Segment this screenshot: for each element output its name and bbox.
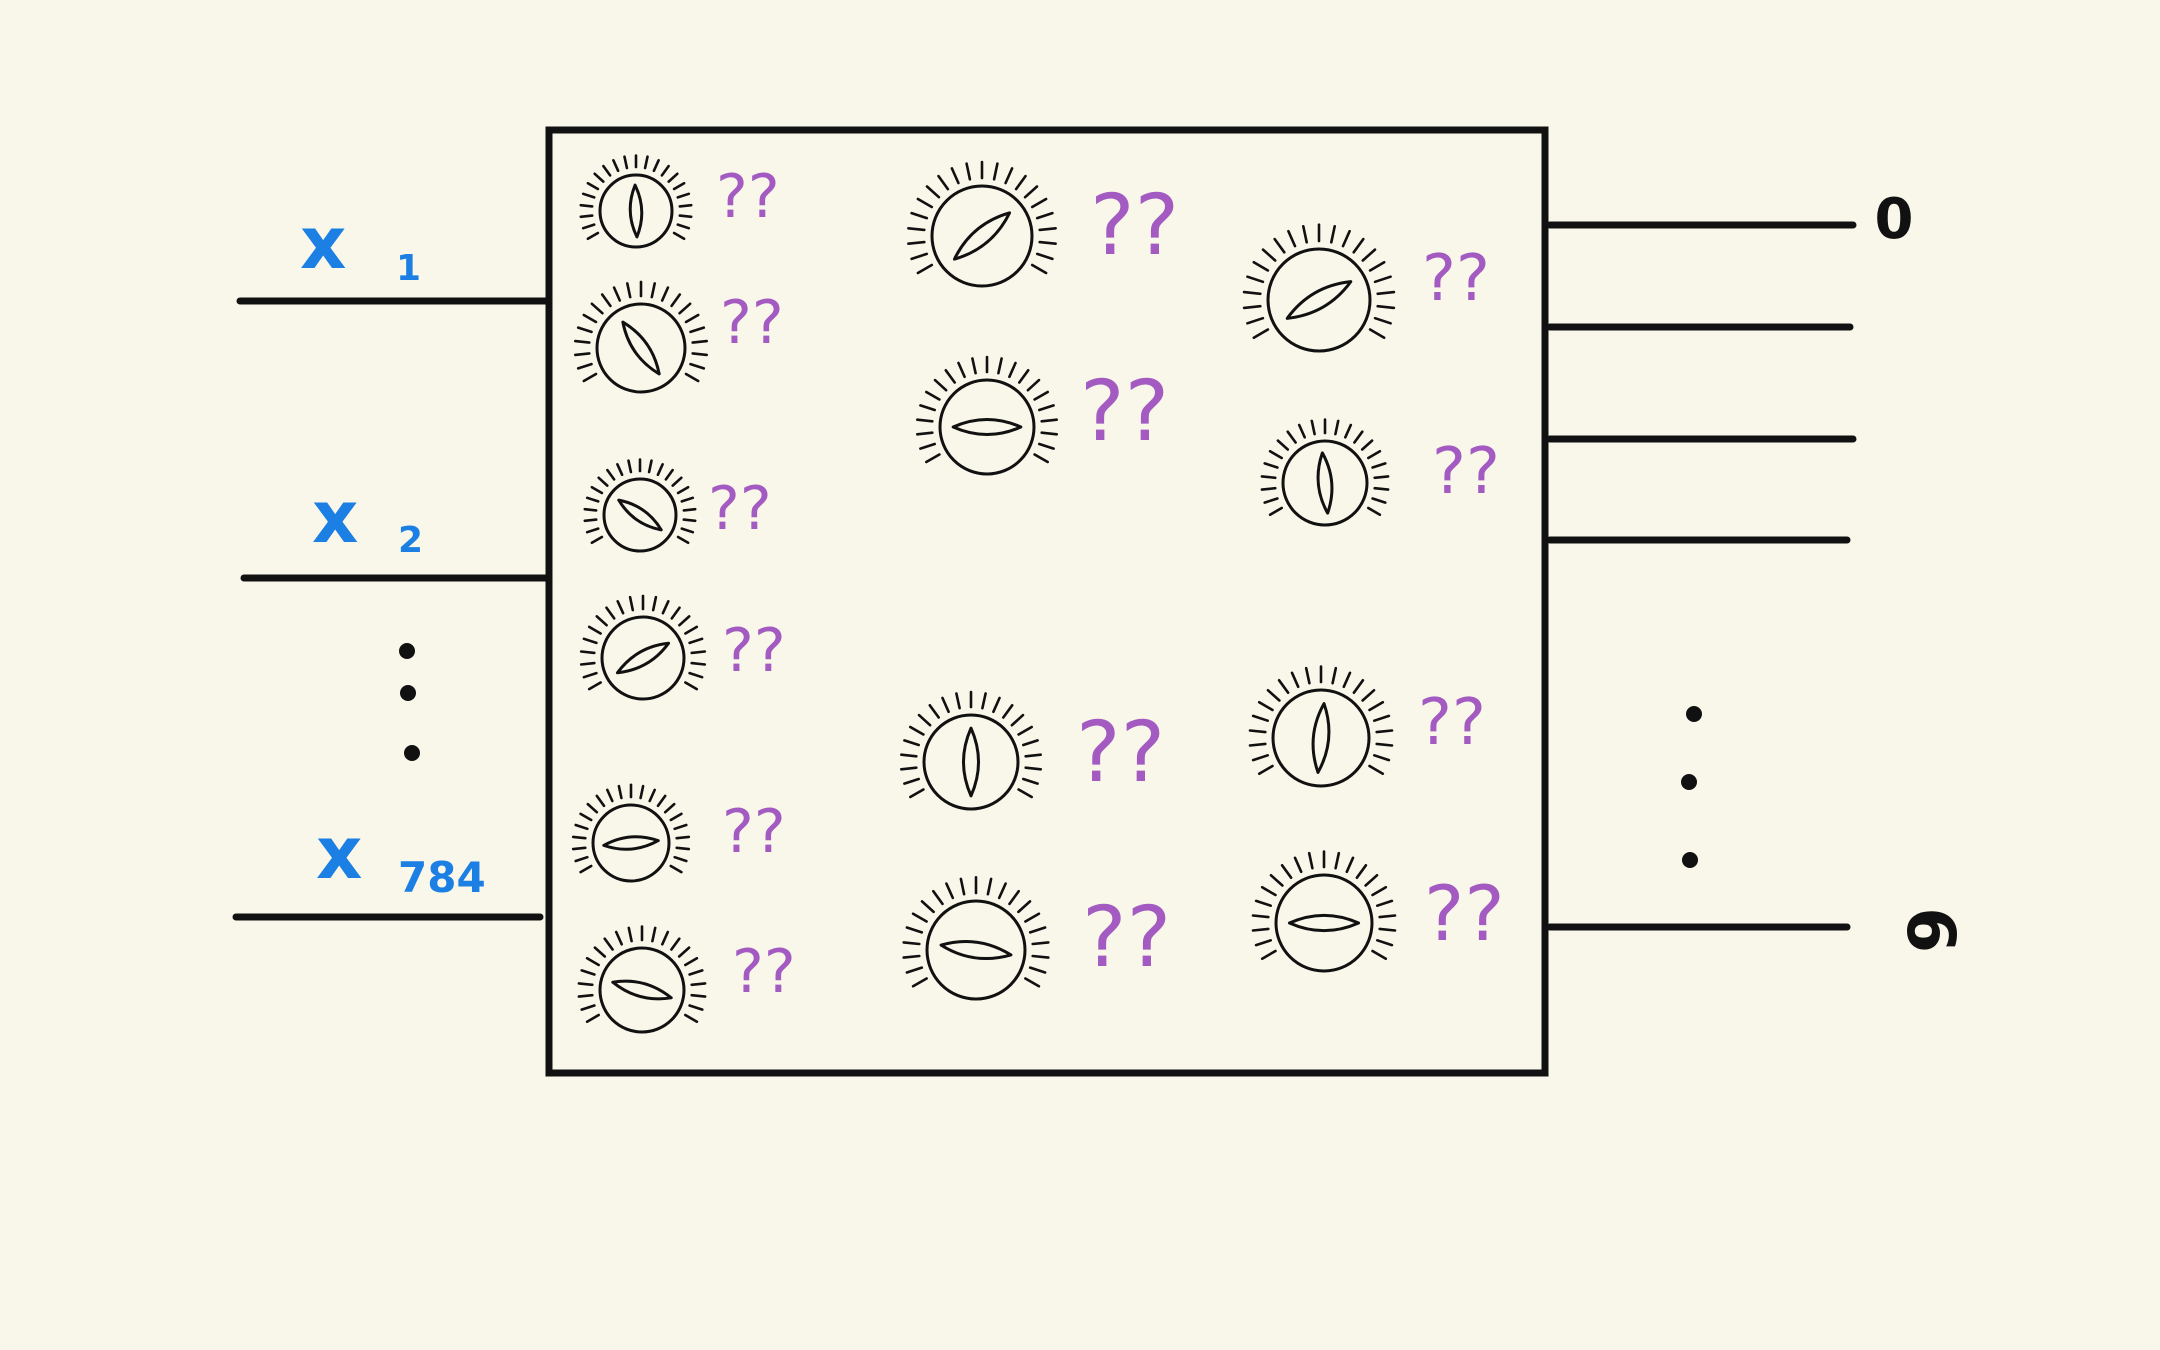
input-symbol: x [300, 201, 346, 285]
knob-dial [593, 805, 669, 881]
knob-dial [1273, 690, 1369, 786]
knob-ticks [908, 162, 1055, 273]
knob-dial [927, 901, 1025, 999]
knob-unknown-label: ?? [1418, 686, 1486, 760]
output-lines [1550, 225, 1853, 927]
knob-ticks [575, 282, 706, 381]
input-symbol: x [312, 475, 358, 559]
knob-pointer [617, 318, 665, 378]
knob-unknown-label: ?? [1090, 176, 1179, 274]
input-subscript: 2 [398, 520, 423, 561]
knob-pointer [629, 185, 642, 237]
knob-pointer [1310, 703, 1331, 773]
knob-column-1-item-2[interactable]: ?? [575, 282, 783, 392]
knob-column-1-item-6[interactable]: ?? [579, 927, 796, 1032]
input-label-x1: x 1 [300, 201, 421, 289]
knob-pointer [615, 495, 664, 534]
knob-dial [600, 948, 684, 1032]
knob-pointer [940, 937, 1012, 962]
knob-ticks [585, 460, 695, 543]
knob-ticks [579, 927, 705, 1022]
knob-pointer [963, 728, 978, 796]
knob-column-2-item-8[interactable]: ?? [917, 357, 1169, 474]
knob-dial [597, 304, 685, 392]
knob-pointer [1289, 915, 1358, 930]
input-label-x2: x 2 [312, 475, 423, 561]
knob-pointer [953, 419, 1021, 434]
knob-column-2-item-9[interactable]: ?? [901, 692, 1165, 809]
knob-unknown-label: ?? [708, 474, 772, 544]
knob-ticks [901, 692, 1040, 797]
knob-unknown-label: ?? [722, 616, 786, 686]
knob-pointer [603, 835, 659, 852]
knob-unknown-label: ?? [1076, 703, 1165, 801]
knob-ticks [581, 596, 705, 689]
input-subscript: 1 [396, 248, 421, 289]
knob-ticks [573, 785, 689, 872]
knob-pointer [1283, 275, 1355, 326]
input-subscript: 784 [398, 853, 486, 902]
output-ellipsis [1681, 706, 1702, 868]
knob-ticks [1262, 420, 1388, 515]
knob-dial [1268, 249, 1370, 351]
knob-grid: ???????????????????????????? [573, 156, 1504, 1033]
knob-unknown-label: ?? [1432, 435, 1500, 509]
input-symbol: x [316, 811, 362, 895]
knob-pointer [1316, 452, 1335, 513]
knob-column-2-item-10[interactable]: ?? [904, 877, 1171, 999]
knob-pointer [611, 976, 673, 1005]
knob-column-2-item-7[interactable]: ?? [908, 162, 1179, 286]
knob-ticks [581, 156, 691, 239]
knob-dial [604, 479, 676, 551]
knob-column-1-item-4[interactable]: ?? [581, 596, 786, 699]
knob-column-3-item-11[interactable]: ?? [1244, 225, 1490, 351]
input-ellipsis [399, 643, 420, 761]
knob-dial [932, 186, 1032, 286]
knob-unknown-label: ?? [1080, 362, 1169, 460]
knob-ticks [917, 357, 1056, 462]
knob-unknown-label: ?? [720, 288, 784, 358]
output-label-last: 9 [1895, 907, 1972, 953]
knob-unknown-label: ?? [732, 937, 796, 1007]
knob-unknown-label: ?? [722, 797, 786, 867]
knob-dial [1283, 441, 1367, 525]
knob-column-3-item-12[interactable]: ?? [1262, 420, 1500, 525]
knob-column-1-item-5[interactable]: ?? [573, 785, 786, 881]
knob-unknown-label: ?? [1422, 242, 1490, 316]
knob-unknown-label: ?? [716, 162, 780, 232]
knob-ticks [1244, 225, 1394, 338]
knob-column-3-item-13[interactable]: ?? [1250, 667, 1486, 786]
knob-pointer [614, 638, 672, 679]
knob-column-1-item-1[interactable]: ?? [581, 156, 780, 248]
knob-pointer [949, 207, 1014, 266]
knob-column-1-item-3[interactable]: ?? [585, 460, 772, 552]
knob-column-3-item-14[interactable]: ?? [1253, 852, 1505, 971]
knob-ticks [904, 877, 1049, 986]
knob-ticks [1250, 667, 1392, 774]
knob-unknown-label: ?? [1424, 869, 1505, 958]
knob-dial [602, 617, 684, 699]
knob-ticks [1253, 852, 1395, 959]
input-label-x784: x 784 [316, 811, 486, 902]
output-label-first: 0 [1875, 187, 1914, 252]
knob-unknown-label: ?? [1082, 888, 1171, 986]
